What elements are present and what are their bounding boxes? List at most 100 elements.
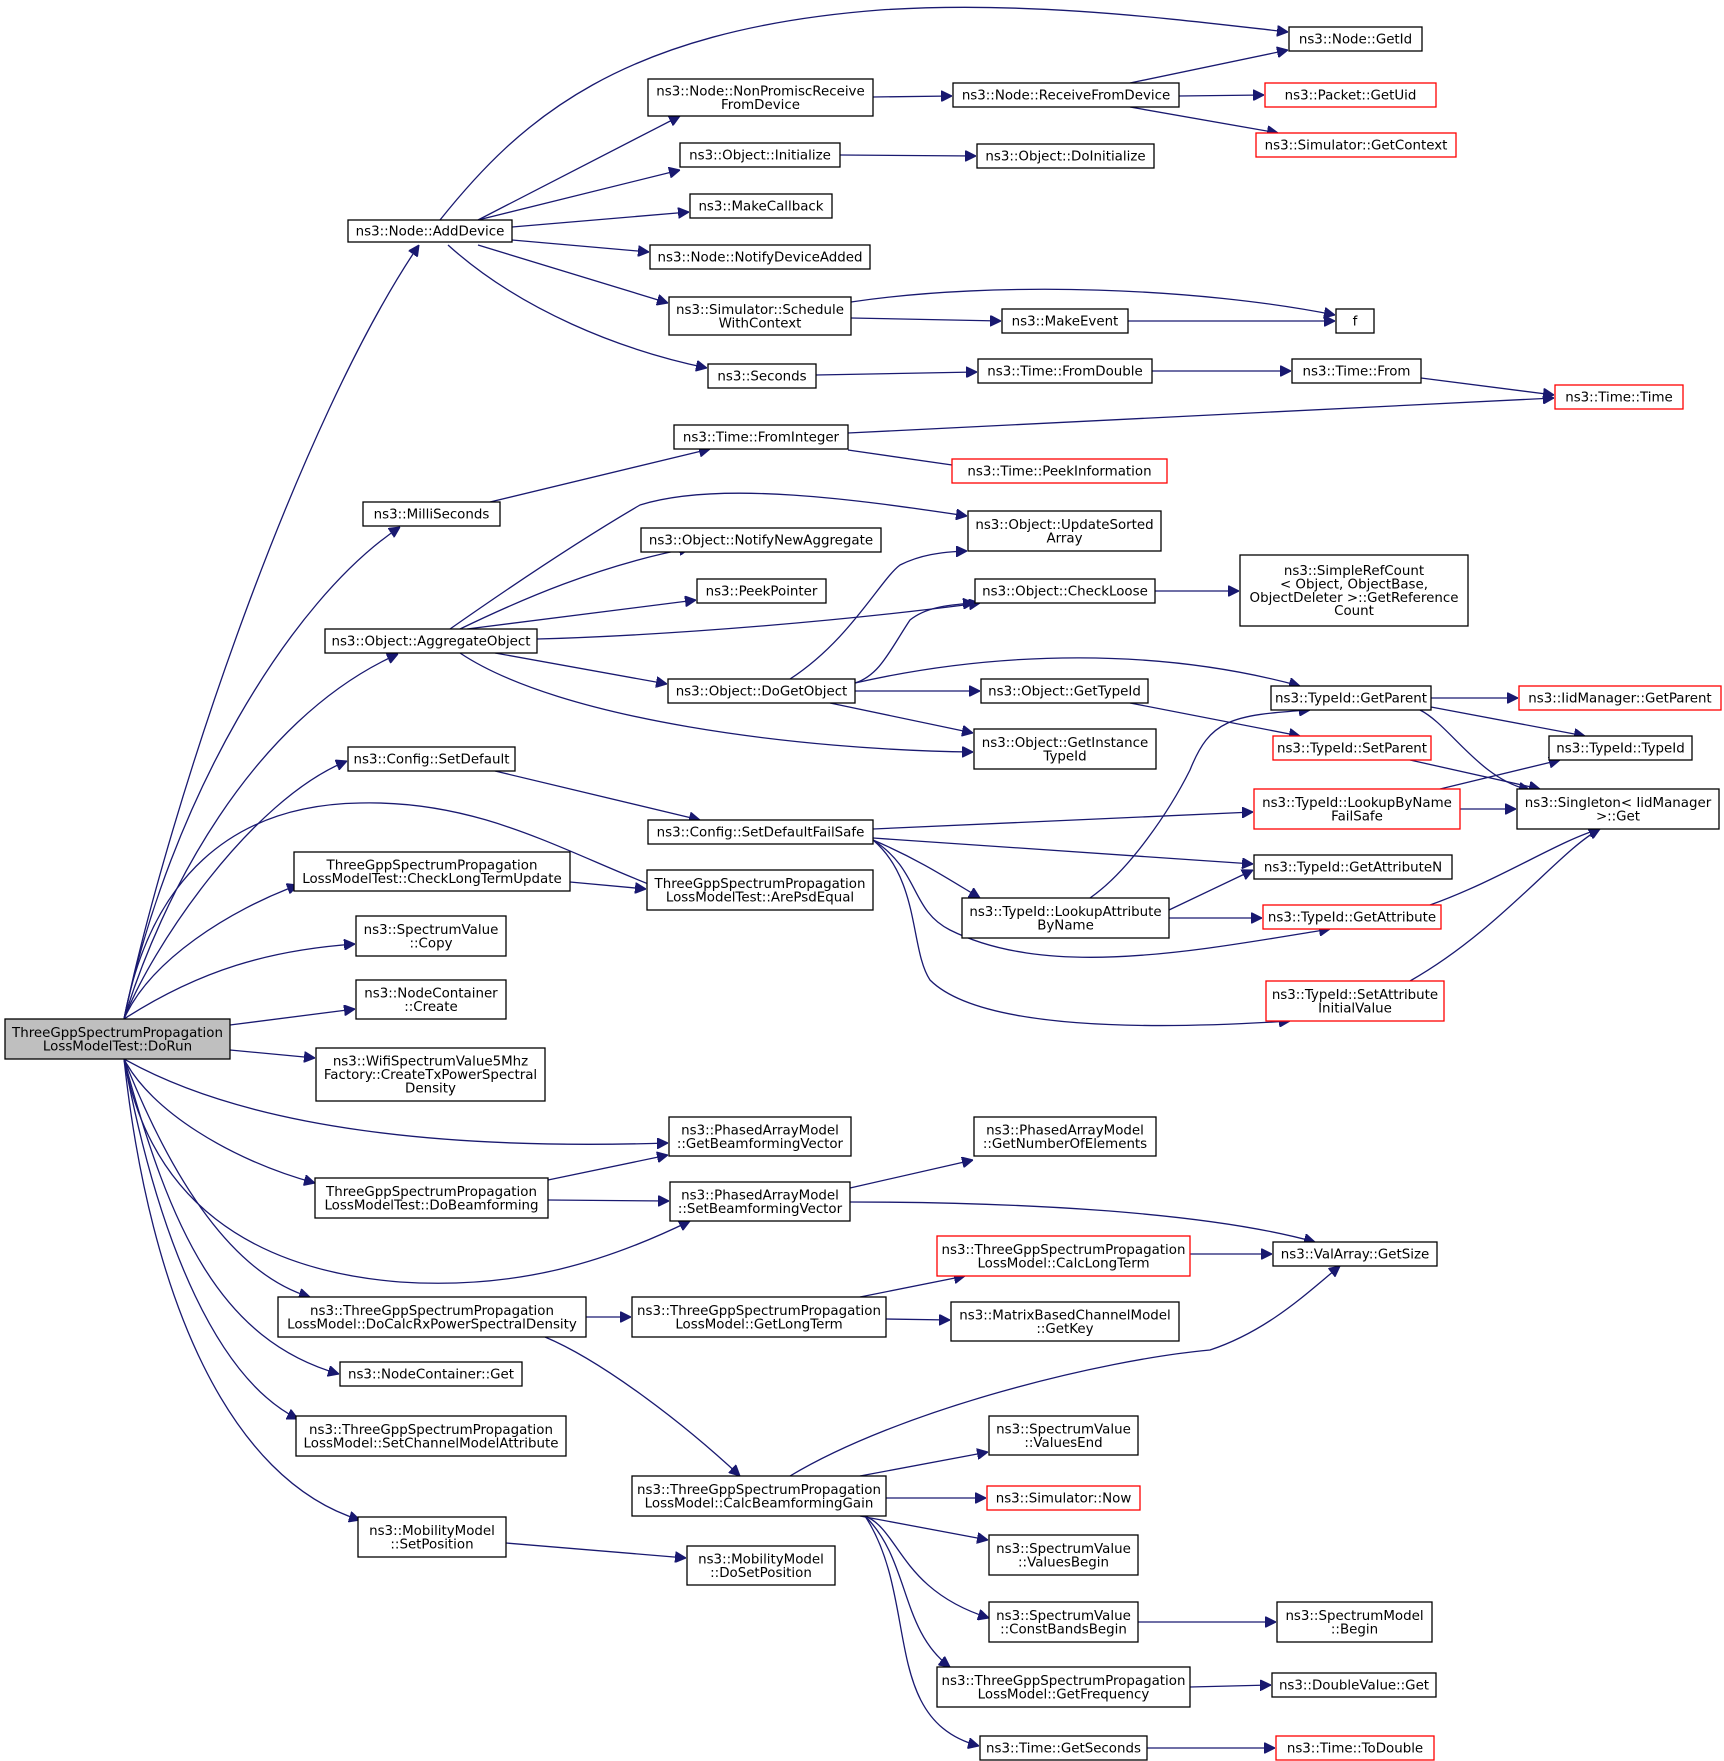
node-label: ns3::MilliSeconds	[374, 508, 490, 523]
node-getnumberofelements[interactable]: ns3::PhasedArrayModel::GetNumberOfElemen…	[973, 1116, 1157, 1157]
node-objgettypeid[interactable]: ns3::Object::GetTypeId	[980, 678, 1149, 704]
node-peekinformation[interactable]: ns3::Time::PeekInformation	[951, 458, 1168, 484]
edge-path	[477, 170, 680, 221]
node-configsetdefault[interactable]: ns3::Config::SetDefault	[347, 746, 516, 772]
node-calclongterm[interactable]: ns3::ThreeGppSpectrumPropagationLossMode…	[936, 1235, 1191, 1277]
node-typeidsetparent[interactable]: ns3::TypeId::SetParent	[1272, 735, 1432, 761]
node-arepsdequal[interactable]: ThreeGppSpectrumPropagationLossModelTest…	[646, 869, 874, 911]
node-getbeamformingvector[interactable]: ns3::PhasedArrayModel::GetBeamformingVec…	[668, 1116, 852, 1157]
node-matrixgetkey[interactable]: ns3::MatrixBasedChannelModel::GetKey	[950, 1301, 1180, 1342]
node-setchannelmodelattr[interactable]: ns3::ThreeGppSpectrumPropagationLossMode…	[295, 1415, 567, 1457]
node-constbandsbegin[interactable]: ns3::SpectrumValue::ConstBandsBegin	[988, 1601, 1139, 1643]
node-simulatornow[interactable]: ns3::Simulator::Now	[986, 1485, 1141, 1511]
node-dogetobject[interactable]: ns3::Object::DoGetObject	[667, 678, 856, 704]
node-valarraygetsize[interactable]: ns3::ValArray::GetSize	[1272, 1241, 1438, 1267]
edge-receivefromdevice-to-getid	[1129, 50, 1288, 84]
node-frominteger[interactable]: ns3::Time::FromInteger	[673, 424, 849, 450]
edge-path	[1420, 377, 1554, 395]
node-valuesend[interactable]: ns3::SpectrumValue::ValuesEnd	[988, 1415, 1139, 1456]
node-typeidgetparent[interactable]: ns3::TypeId::GetParent	[1270, 685, 1432, 711]
node-milliseconds[interactable]: ns3::MilliSeconds	[362, 501, 501, 527]
edge-path	[854, 657, 1300, 686]
node-timefrom[interactable]: ns3::Time::From	[1291, 358, 1422, 384]
node-docalcrx[interactable]: ns3::ThreeGppSpectrumPropagationLossMode…	[277, 1296, 587, 1338]
node-label: ns3::Time::Time	[1565, 391, 1673, 406]
node-setdefaultfailsafe[interactable]: ns3::Config::SetDefaultFailSafe	[647, 819, 874, 845]
node-peekpointer[interactable]: ns3::PeekPointer	[696, 578, 827, 604]
node-makecallback[interactable]: ns3::MakeCallback	[689, 193, 833, 219]
node-setbeamformingvector[interactable]: ns3::PhasedArrayModel::SetBeamformingVec…	[669, 1181, 851, 1222]
node-aggregateobject[interactable]: ns3::Object::AggregateObject	[324, 628, 538, 654]
node-calcbeamforminggain[interactable]: ns3::ThreeGppSpectrumPropagationLossMode…	[631, 1475, 887, 1517]
node-checklongtermupdate[interactable]: ThreeGppSpectrumPropagationLossModelTest…	[293, 851, 571, 892]
node-makeevent[interactable]: ns3::MakeEvent	[1001, 308, 1129, 334]
node-singletonget[interactable]: ns3::Singleton< IidManager>::Get	[1516, 788, 1720, 830]
edge-path	[123, 1058, 315, 1183]
nodes: ThreeGppSpectrumPropagationLossModelTest…	[4, 26, 1722, 1761]
edge-adddevice-to-nonpromisc	[477, 115, 680, 221]
edge-getfrequency-to-doublevalueget	[1189, 1685, 1271, 1687]
node-objdoinitialize[interactable]: ns3::Object::DoInitialize	[976, 143, 1155, 169]
node-box	[295, 1415, 567, 1457]
edge-path	[872, 839, 1290, 1026]
node-notifydeviceadded[interactable]: ns3::Node::NotifyDeviceAdded	[649, 244, 871, 270]
node-wifispectrum[interactable]: ns3::WifiSpectrumValue5MhzFactory::Creat…	[315, 1047, 546, 1102]
node-doublevalueget[interactable]: ns3::DoubleValue::Get	[1271, 1672, 1437, 1698]
edge-path	[489, 449, 710, 503]
edge-schedulewithcontext-to-makeevent	[850, 318, 1001, 321]
edge-adddevice-to-notifydeviceadded	[511, 239, 649, 252]
node-spectrummodelbegin[interactable]: ns3::SpectrumModel::Begin	[1276, 1601, 1433, 1643]
node-f[interactable]: f	[1335, 308, 1375, 334]
edge-dogetobject-to-typeidgetparent	[854, 657, 1300, 686]
edge-setdefaultfailsafe-to-setattributeinitial	[872, 839, 1290, 1026]
node-seconds[interactable]: ns3::Seconds	[707, 363, 817, 389]
node-checkloose[interactable]: ns3::Object::CheckLoose	[974, 578, 1156, 604]
node-box	[977, 358, 1153, 384]
node-dorun[interactable]: ThreeGppSpectrumPropagationLossModelTest…	[4, 1018, 231, 1060]
node-typeidtypeid[interactable]: ns3::TypeId::TypeId	[1548, 735, 1693, 761]
edge-adddevice-to-makecallback	[511, 212, 689, 228]
node-getfrequency[interactable]: ns3::ThreeGppSpectrumPropagationLossMode…	[936, 1666, 1191, 1708]
node-timegetseconds[interactable]: ns3::Time::GetSeconds	[979, 1735, 1148, 1761]
node-notifynewaggregate[interactable]: ns3::Object::NotifyNewAggregate	[640, 527, 882, 553]
node-simgetcontext[interactable]: ns3::Simulator::GetContext	[1255, 132, 1457, 158]
node-spectrumcopy[interactable]: ns3::SpectrumValue::Copy	[355, 915, 507, 957]
node-fromdouble[interactable]: ns3::Time::FromDouble	[977, 358, 1153, 384]
node-objinitialize[interactable]: ns3::Object::Initialize	[679, 142, 841, 168]
node-label: ObjectDeleter >::GetReference	[1250, 591, 1459, 606]
edge-dorun-to-getbeamformingvector	[123, 1058, 668, 1144]
edge-path	[123, 1058, 310, 1297]
node-mobilitysetposition[interactable]: ns3::MobilityModel::SetPosition	[357, 1516, 507, 1558]
node-box	[707, 363, 817, 389]
node-timetime[interactable]: ns3::Time::Time	[1554, 384, 1684, 410]
node-getlongterm[interactable]: ns3::ThreeGppSpectrumPropagationLossMode…	[631, 1296, 887, 1338]
node-dosetposition[interactable]: ns3::MobilityModel::DoSetPosition	[686, 1545, 836, 1586]
edge-path	[477, 244, 668, 303]
node-packetgetuid[interactable]: ns3::Packet::GetUid	[1264, 82, 1437, 108]
node-dobeamforming[interactable]: ThreeGppSpectrumPropagationLossModelTest…	[314, 1177, 549, 1219]
node-valuesbegin[interactable]: ns3::SpectrumValue::ValuesBegin	[988, 1534, 1139, 1576]
edge-path	[1178, 95, 1264, 96]
node-getattribute[interactable]: ns3::TypeId::GetAttribute	[1262, 904, 1442, 930]
node-label: LossModelTest::DoBeamforming	[324, 1198, 538, 1213]
node-adddevice[interactable]: ns3::Node::AddDevice	[347, 219, 513, 243]
edge-aggregateobject-to-updatesorted	[449, 492, 967, 630]
node-label: InitialValue	[1318, 1001, 1392, 1016]
node-getid[interactable]: ns3::Node::GetId	[1288, 26, 1423, 52]
node-receivefromdevice[interactable]: ns3::Node::ReceiveFromDevice	[952, 82, 1180, 108]
node-label: ns3::Object::GetTypeId	[988, 685, 1141, 700]
node-nodecontainercreate[interactable]: ns3::NodeContainer::Create	[355, 979, 507, 1020]
node-simplerefcount[interactable]: ns3::SimpleRefCount< Object, ObjectBase,…	[1239, 554, 1469, 627]
node-nodecontainerget[interactable]: ns3::NodeContainer::Get	[339, 1361, 523, 1387]
node-iidgetparent[interactable]: ns3::IidManager::GetParent	[1518, 685, 1722, 711]
node-timetodouble[interactable]: ns3::Time::ToDouble	[1275, 1735, 1435, 1761]
node-getattributen[interactable]: ns3::TypeId::GetAttributeN	[1253, 854, 1453, 880]
node-box	[1548, 735, 1693, 761]
